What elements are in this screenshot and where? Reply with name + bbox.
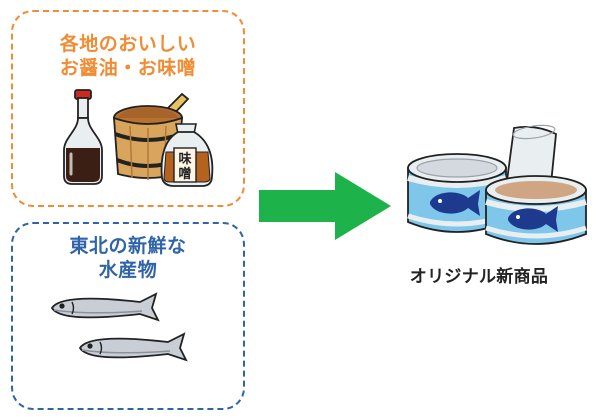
seafood-title-line2: 水産物 xyxy=(98,259,158,281)
seafood-title: 東北の新鮮な 水産物 xyxy=(13,234,243,282)
saury-fish-icon xyxy=(78,332,188,362)
miso-barrel-icon xyxy=(113,92,190,180)
seafood-title-line1: 東北の新鮮な xyxy=(69,235,187,257)
saury-fish-icon xyxy=(50,292,160,322)
soy-miso-title: 各地のおいしい お醤油・お味噌 xyxy=(13,32,243,80)
soy-sauce-bottle-icon xyxy=(63,89,103,185)
seafood-box: 東北の新鮮な 水産物 xyxy=(11,222,245,410)
product-label: オリジナル新商品 xyxy=(409,267,549,287)
soy-miso-title-line2: お醤油・お味噌 xyxy=(59,57,197,79)
miso-bag-icon: 味 噌 xyxy=(160,123,214,187)
open-fish-can-icon xyxy=(485,124,587,245)
miso-bag-text-2: 噌 xyxy=(178,166,191,182)
fish-can-icon xyxy=(407,153,507,233)
miso-bag-text-1: 味 xyxy=(178,151,191,167)
soy-miso-box: 各地のおいしい お醤油・お味噌 xyxy=(11,10,245,207)
right-arrow-icon xyxy=(259,172,391,240)
soy-miso-title-line1: 各地のおいしい xyxy=(59,33,197,55)
